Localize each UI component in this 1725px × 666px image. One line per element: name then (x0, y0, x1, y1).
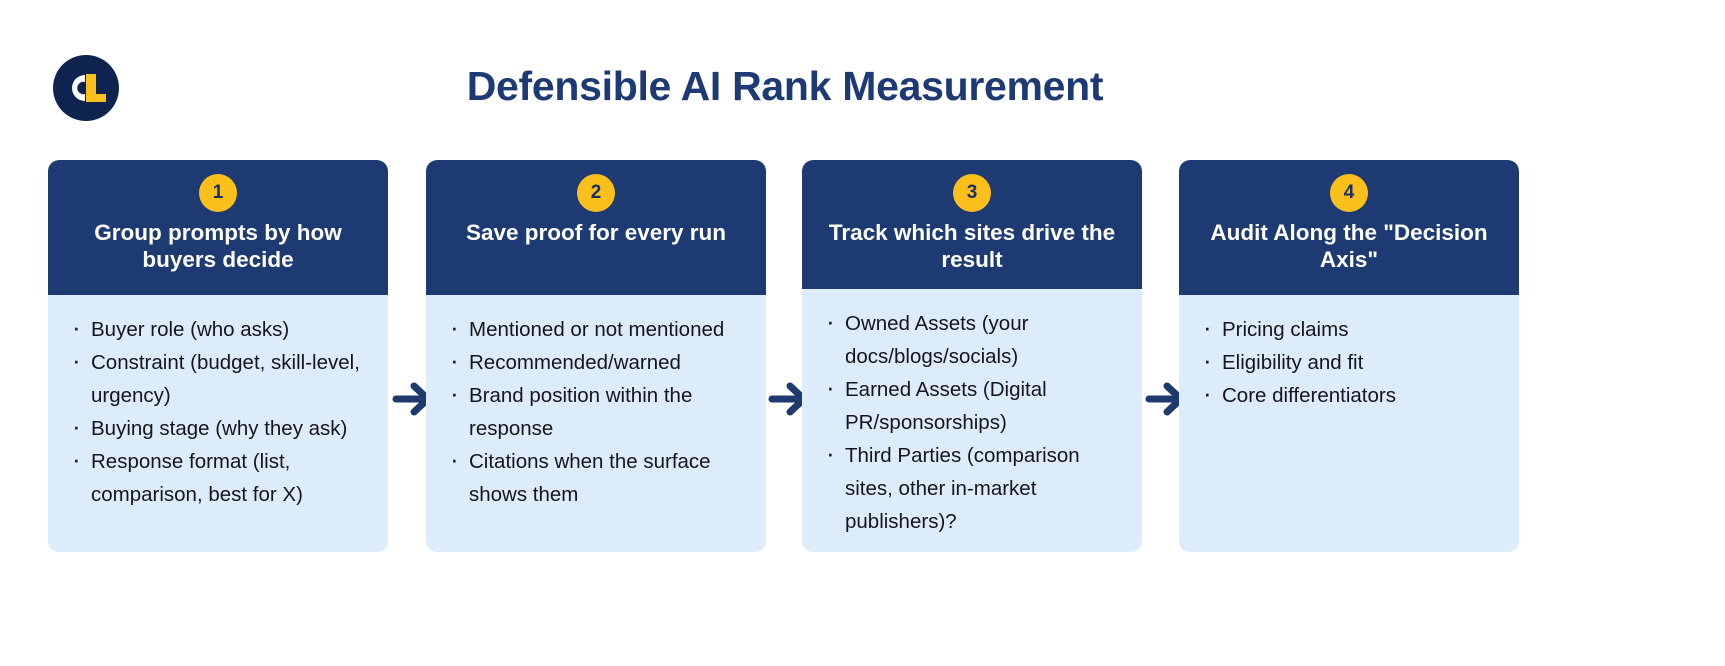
step-number-badge-2: 2 (577, 174, 615, 212)
list-item: Core differentiators (1197, 377, 1503, 412)
list-item: Recommended/warned (444, 344, 750, 379)
step-card-4-header: 4 Audit Along the "Decision Axis" (1179, 160, 1519, 295)
list-item: Citations when the surface shows them (444, 443, 750, 511)
step-number-badge-4: 4 (1330, 174, 1368, 212)
step-card-3-title: Track which sites drive the result (828, 220, 1116, 272)
list-item: Response format (list, comparison, best … (66, 443, 372, 511)
list-item: Buyer role (who asks) (66, 311, 372, 346)
list-item: Brand position within the response (444, 377, 750, 445)
step-number-badge-3: 3 (953, 174, 991, 212)
step-card-4-body: Pricing claims Eligibility and fit Core … (1179, 295, 1519, 552)
step-card-3[interactable]: 3 Track which sites drive the result Own… (802, 160, 1142, 552)
page-title: Defensible AI Rank Measurement (466, 63, 1104, 109)
step-number-badge-1: 1 (199, 174, 237, 212)
step-card-2-header: 2 Save proof for every run (426, 160, 766, 295)
step-card-1[interactable]: 1 Group prompts by how buyers decide Buy… (48, 160, 388, 552)
list-item: Eligibility and fit (1197, 344, 1503, 379)
step-card-1-title: Group prompts by how buyers decide (94, 220, 342, 272)
list-item: Pricing claims (1197, 311, 1503, 346)
brand-logo (53, 55, 119, 121)
step-card-3-bullet-list: Owned Assets (your docs/blogs/socials) E… (820, 305, 1126, 538)
step-card-2[interactable]: 2 Save proof for every run Mentioned or … (426, 160, 766, 552)
step-card-1-body: Buyer role (who asks) Constraint (budget… (48, 295, 388, 552)
step-card-4[interactable]: 4 Audit Along the "Decision Axis" Pricin… (1179, 160, 1519, 552)
list-item: Owned Assets (your docs/blogs/socials) (820, 305, 1126, 373)
step-card-2-body: Mentioned or not mentioned Recommended/w… (426, 295, 766, 552)
list-item: Third Parties (comparison sites, other i… (820, 437, 1126, 538)
step-card-3-body: Owned Assets (your docs/blogs/socials) E… (802, 289, 1142, 552)
list-item: Buying stage (why they ask) (66, 410, 372, 445)
list-item: Mentioned or not mentioned (444, 311, 750, 346)
step-card-2-bullet-list: Mentioned or not mentioned Recommended/w… (444, 311, 750, 511)
step-card-1-header: 1 Group prompts by how buyers decide (48, 160, 388, 295)
step-card-3-header: 3 Track which sites drive the result (802, 160, 1142, 289)
step-card-2-title: Save proof for every run (465, 220, 727, 245)
step-card-4-bullet-list: Pricing claims Eligibility and fit Core … (1197, 311, 1503, 412)
cl-monogram-icon (72, 74, 106, 102)
step-card-4-title: Audit Along the "Decision Axis" (1210, 220, 1488, 272)
step-card-1-bullet-list: Buyer role (who asks) Constraint (budget… (66, 311, 372, 511)
list-item: Constraint (budget, skill-level, urgency… (66, 344, 372, 412)
steps-container: 1 Group prompts by how buyers decide Buy… (48, 160, 1677, 552)
header: Defensible AI Rank Measurement (0, 0, 1725, 160)
list-item: Earned Assets (Digital PR/sponsorships) (820, 371, 1126, 439)
